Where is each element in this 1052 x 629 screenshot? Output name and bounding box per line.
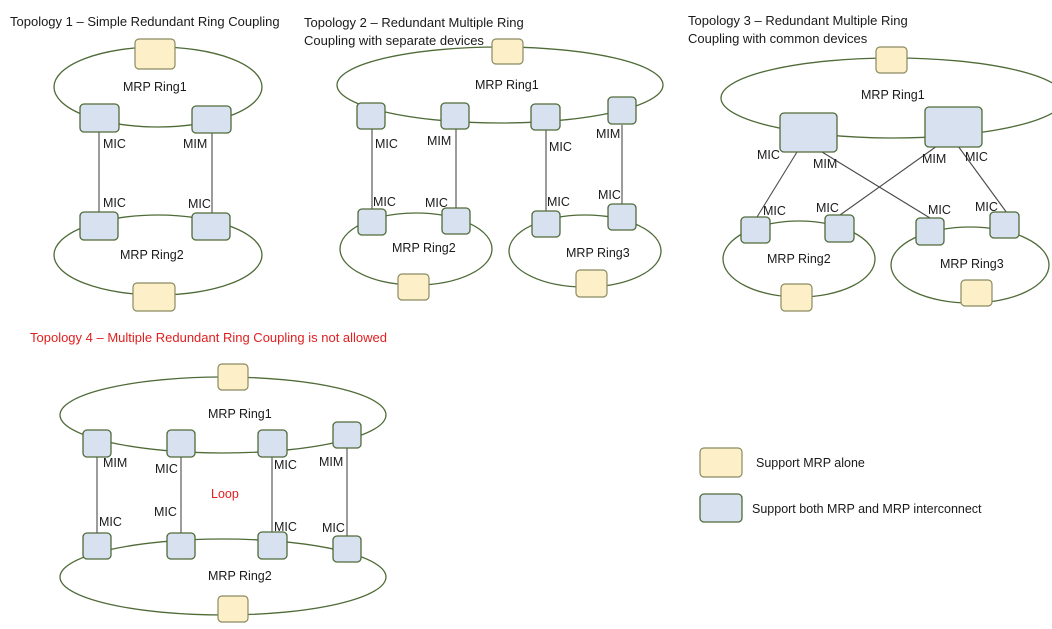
topology-3-title-line2: Coupling with common devices — [688, 31, 868, 46]
interconnect-device — [607, 203, 637, 231]
ring-label: MRP Ring2 — [767, 252, 831, 266]
legend-mrp-interconnect-label: Support both MRP and MRP interconnect — [752, 502, 982, 516]
topology-3: Topology 3 – Redundant Multiple Ring Cou… — [688, 13, 1052, 312]
role-label: MIC — [757, 148, 780, 162]
topology-1-title: Topology 1 – Simple Redundant Ring Coupl… — [10, 14, 280, 29]
interconnect-device — [82, 429, 112, 458]
interconnect-device — [924, 106, 983, 148]
role-label: MIC — [99, 515, 122, 529]
role-label: MIC — [103, 137, 126, 151]
role-label: MIC — [154, 505, 177, 519]
ring-label: MRP Ring1 — [861, 88, 925, 102]
role-label: MIM — [596, 127, 620, 141]
interconnect-device — [166, 429, 196, 458]
mrp-device — [575, 269, 608, 298]
interconnect-device — [166, 532, 196, 560]
role-label: MIC — [274, 458, 297, 472]
interconnect-device — [82, 532, 112, 560]
interconnect-device — [356, 102, 386, 130]
ring-label: MRP Ring1 — [123, 80, 187, 94]
interconnect-device — [530, 103, 561, 131]
ring-label: MRP Ring1 — [475, 78, 539, 92]
link — [957, 145, 1008, 214]
role-label: MIC — [763, 204, 786, 218]
topology-2-title-line2: Coupling with separate devices — [304, 33, 484, 48]
ring-label: MRP Ring1 — [208, 407, 272, 421]
role-label: MIM — [427, 134, 451, 148]
link — [756, 151, 798, 218]
mrp-device — [397, 273, 430, 301]
role-label: MIC — [816, 201, 839, 215]
mrp-device — [217, 595, 249, 623]
role-label: MIC — [103, 196, 126, 210]
interconnect-device — [779, 112, 838, 153]
link — [821, 151, 931, 219]
mrp-device — [780, 283, 813, 312]
topology-4-title: Topology 4 – Multiple Redundant Ring Cou… — [30, 330, 387, 345]
role-label: MIC — [425, 196, 448, 210]
role-label: MIC — [322, 521, 345, 535]
role-label: MIC — [928, 203, 951, 217]
topology-3-title-line1: Topology 3 – Redundant Multiple Ring — [688, 13, 908, 28]
interconnect-device — [191, 212, 231, 241]
interconnect-device — [257, 531, 288, 560]
interconnect-device — [257, 429, 288, 458]
interconnect-device — [989, 211, 1020, 239]
legend-mrp-alone-label: Support MRP alone — [756, 456, 865, 470]
interconnect-device — [79, 103, 120, 133]
interconnect-device — [740, 216, 771, 244]
mrp-device — [217, 363, 249, 391]
role-label: MIC — [965, 150, 988, 164]
role-label: MIC — [975, 200, 998, 214]
role-label: MIM — [922, 152, 946, 166]
role-label: MIC — [373, 195, 396, 209]
ring-label: MRP Ring2 — [392, 241, 456, 255]
role-label: MIC — [547, 195, 570, 209]
legend: Support MRP alone Support both MRP and M… — [699, 447, 982, 523]
role-label: MIC — [549, 140, 572, 154]
role-label: MIC — [598, 188, 621, 202]
role-label: MIM — [813, 157, 837, 171]
ring-label: MRP Ring2 — [120, 248, 184, 262]
topology-4: Topology 4 – Multiple Redundant Ring Cou… — [30, 330, 387, 623]
interconnect-device — [915, 217, 945, 246]
loop-label: Loop — [211, 487, 239, 501]
mrp-device — [132, 282, 176, 312]
interconnect-device — [441, 207, 471, 235]
ring-label: MRP Ring2 — [208, 569, 272, 583]
interconnect-device — [357, 208, 387, 236]
mrp-device — [875, 46, 908, 74]
topology-2-title-line1: Topology 2 – Redundant Multiple Ring — [304, 15, 524, 30]
role-label: MIC — [375, 137, 398, 151]
legend-interconnect-device-swatch — [699, 493, 743, 523]
interconnect-device — [332, 421, 362, 449]
role-label: MIC — [274, 520, 297, 534]
role-label: MIM — [319, 455, 343, 469]
mrp-device — [491, 38, 524, 65]
interconnect-device — [824, 214, 855, 243]
link — [839, 145, 938, 216]
role-label: MIC — [188, 197, 211, 211]
topology-2: Topology 2 – Redundant Multiple Ring Cou… — [304, 15, 664, 301]
role-label: MIC — [155, 462, 178, 476]
interconnect-device — [440, 102, 470, 130]
role-label: MIM — [103, 456, 127, 470]
interconnect-device — [531, 210, 561, 238]
ring-label: MRP Ring3 — [940, 257, 1004, 271]
mrp-device — [960, 279, 993, 307]
topology-1: Topology 1 – Simple Redundant Ring Coupl… — [10, 14, 280, 312]
interconnect-device — [79, 211, 119, 241]
interconnect-device — [191, 105, 232, 134]
interconnect-device — [607, 96, 637, 125]
interconnect-device — [332, 535, 362, 563]
legend-mrp-device-swatch — [699, 447, 743, 478]
ring-label: MRP Ring3 — [566, 246, 630, 260]
role-label: MIM — [183, 137, 207, 151]
mrp-device — [134, 38, 176, 70]
